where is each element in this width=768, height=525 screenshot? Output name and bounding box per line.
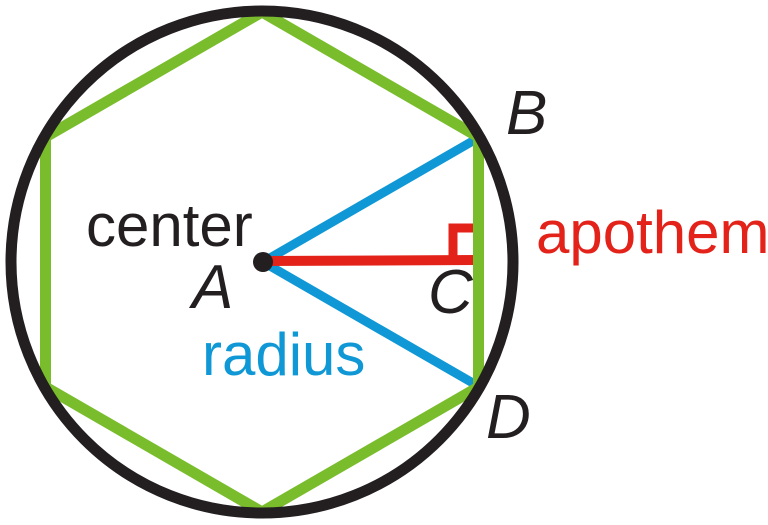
point-b-label: B	[506, 79, 548, 148]
center-dot	[253, 252, 273, 272]
center-label: center	[86, 192, 253, 259]
point-a-label: A	[192, 253, 234, 322]
radius-line-ad	[260, 258, 481, 390]
point-c-label: C	[428, 258, 473, 327]
point-d-label: D	[486, 383, 531, 452]
apothem-line	[262, 255, 478, 266]
right-angle-marker-icon	[448, 223, 478, 261]
radius-line-ab	[260, 134, 481, 266]
apothem-label: apothem	[536, 199, 768, 266]
radius-label: radius	[202, 321, 366, 388]
circle-outline	[5, 5, 519, 519]
